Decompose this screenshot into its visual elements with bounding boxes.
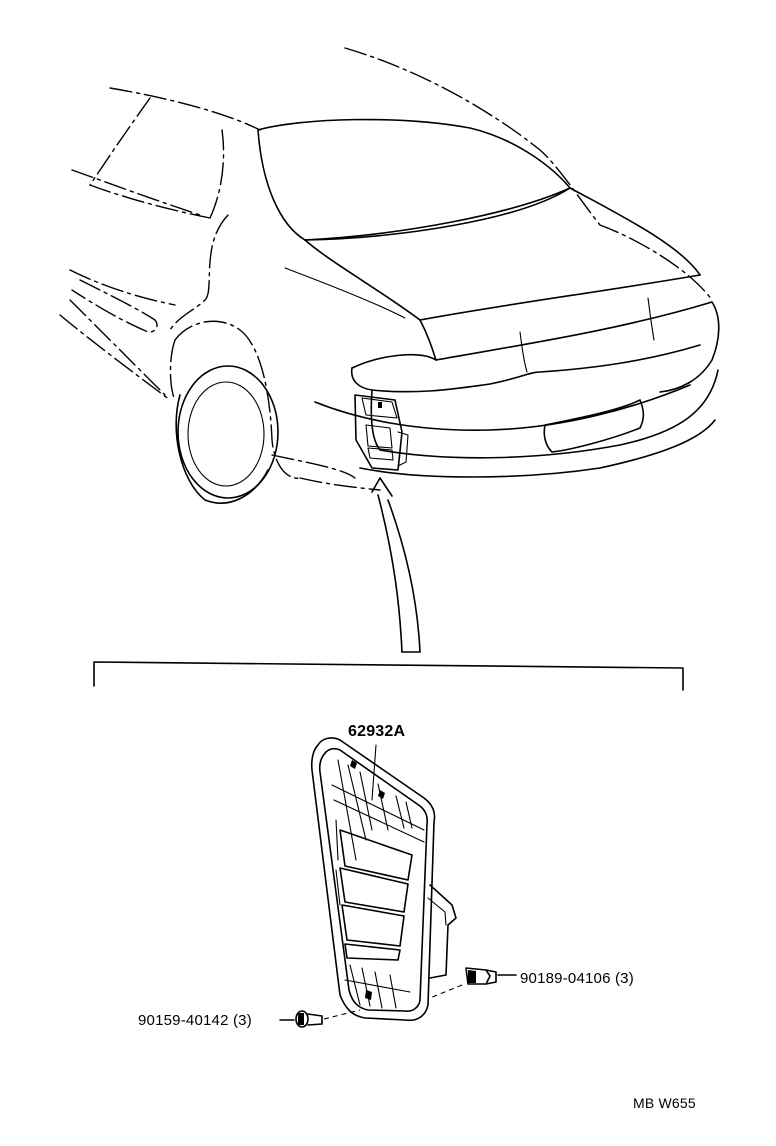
screw-part-icon (279, 1009, 361, 1028)
screw-part-number: 90159-40142 (3) (138, 1012, 252, 1029)
callout-arrow (371, 477, 421, 653)
vent-location-detail (354, 394, 409, 471)
rear-end (314, 297, 720, 478)
trunk-lid (284, 187, 701, 361)
rear-wheel (175, 365, 279, 504)
car-outline (59, 47, 713, 491)
main-part-leader (371, 744, 377, 801)
detail-bracket (93, 661, 684, 691)
main-part-number: 62932A (348, 723, 406, 740)
diagram-code: MB W655 (633, 1095, 696, 1111)
clip-part-icon (429, 967, 517, 999)
rear-window (257, 118, 571, 241)
vent-assembly (310, 737, 457, 1022)
clip-part-number: 90189-04106 (3) (520, 970, 634, 987)
